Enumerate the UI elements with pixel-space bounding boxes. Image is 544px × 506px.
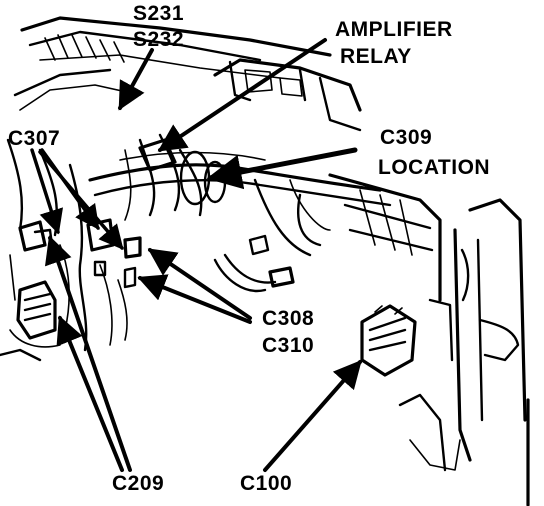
arrow-c100	[263, 359, 362, 472]
dashboard-line-art	[0, 16, 530, 506]
label-relay: RELAY	[340, 45, 412, 68]
c307-connectors	[86, 218, 142, 289]
arrow-c209-a	[44, 235, 132, 472]
c308-c310-connectors	[213, 234, 295, 293]
arrow-c209-b	[56, 315, 124, 472]
label-c307: C307	[8, 127, 60, 150]
arrow-c308-a	[147, 248, 252, 320]
arrow-c307-c	[38, 150, 124, 250]
label-c100: C100	[240, 472, 292, 495]
label-c209: C209	[112, 472, 164, 495]
arrow-c308-b	[137, 274, 252, 324]
arrow-c309	[206, 147, 358, 190]
label-s232: S232	[133, 28, 184, 51]
leader-arrows	[30, 38, 362, 472]
arrow-s231	[118, 48, 154, 111]
arrow-amplifier-relay	[157, 38, 327, 152]
arrow-c307-a	[30, 148, 64, 235]
callout-labels: S231 S232 AMPLIFIER RELAY C307 C309 LOCA…	[8, 2, 490, 495]
label-location: LOCATION	[378, 156, 490, 179]
label-c308: C308	[262, 307, 314, 330]
label-c309: C309	[380, 126, 432, 149]
c100-connector	[360, 304, 417, 377]
label-amplifier: AMPLIFIER	[335, 18, 453, 41]
label-c310: C310	[262, 334, 314, 357]
label-s231: S231	[133, 2, 184, 25]
